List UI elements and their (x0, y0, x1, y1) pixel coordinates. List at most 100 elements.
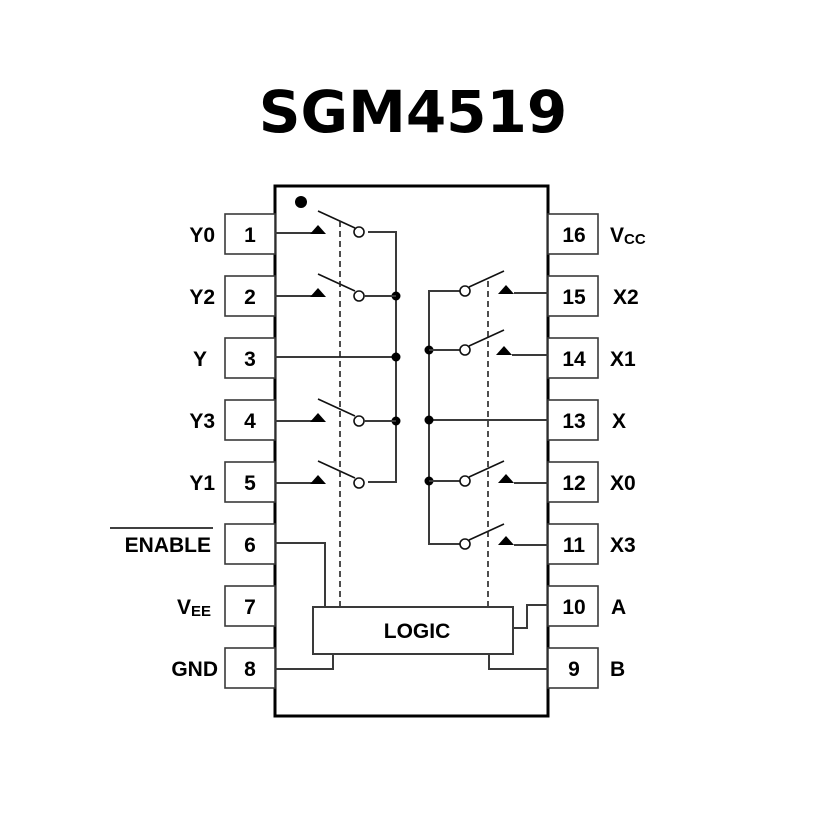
pin-2: 2 Y2 (189, 275, 276, 317)
pin-box (224, 647, 276, 689)
pin-box (224, 213, 276, 255)
pin-name: B (610, 658, 625, 681)
a-wire (513, 604, 548, 629)
pin-number: 6 (244, 534, 256, 557)
pin-3: 3 Y (193, 337, 276, 379)
pin-name: Y3 (189, 410, 215, 433)
pin-15: 15 X2 (547, 275, 639, 317)
pin-box (224, 275, 276, 317)
switch-pivot-icon (459, 344, 471, 356)
pin-1: 1 Y0 (189, 213, 276, 255)
pin-6: 6 ENABLE (110, 523, 276, 565)
pin-16: 16 VCC (547, 213, 646, 255)
pin-8: 8 GND (171, 647, 276, 689)
pin-number: 5 (244, 472, 256, 495)
switch-x3 (459, 523, 548, 550)
switch-x0 (429, 460, 548, 487)
switch-pivot-icon (353, 415, 365, 427)
pin-name: Y2 (189, 286, 215, 309)
switch-y1 (275, 460, 365, 489)
pin-name: Y1 (189, 472, 215, 495)
y-switch-network (275, 210, 401, 607)
pin-name: X (612, 410, 626, 433)
pin-name: A (611, 596, 626, 619)
pin-box (547, 461, 599, 503)
pin-7: 7 VEE (177, 585, 276, 627)
pin-name-subscript: EE (191, 603, 211, 620)
b-wire (488, 654, 548, 670)
pin-number: 16 (562, 224, 585, 247)
switch-pivot-icon (353, 290, 365, 302)
enable-wire (275, 542, 326, 607)
switch-lever (468, 329, 505, 347)
pin-9: 9 B (547, 647, 625, 689)
pin-number: 10 (562, 596, 585, 619)
pin-14: 14 X1 (547, 337, 636, 379)
switch-contact-triangle-icon (310, 413, 326, 422)
switch-x1 (429, 329, 548, 356)
pin-name: GND (171, 658, 218, 681)
switch-contact-triangle-icon (310, 475, 326, 484)
pin-name-main: V (177, 596, 191, 619)
pin-name: ENABLE (125, 534, 211, 557)
pin-number: 14 (562, 348, 586, 371)
switch-contact-triangle-icon (498, 474, 514, 483)
pin-name: X2 (613, 286, 639, 309)
pin-number: 1 (244, 224, 256, 247)
pin-name: VEE (177, 596, 211, 620)
pin-12: 12 X0 (547, 461, 636, 503)
switch-contact-triangle-icon (310, 225, 326, 234)
pin-11: 11 X3 (547, 523, 636, 565)
switch-pivot-icon (459, 538, 471, 550)
pin-number: 13 (562, 410, 585, 433)
switch-lever (317, 460, 356, 479)
pin-number: 3 (244, 348, 256, 371)
logic-block (312, 606, 514, 655)
pin-box (224, 399, 276, 441)
pin-number: 9 (568, 658, 580, 681)
pin-number: 2 (244, 286, 256, 309)
switch-y3 (275, 398, 396, 427)
pin-10: 10 A (547, 585, 626, 627)
left-pins: 1 Y0 2 Y2 3 Y 4 Y3 5 Y1 6 ENABLE (110, 213, 276, 689)
pin-box (547, 213, 599, 255)
pin-13: 13 X (547, 399, 626, 441)
switch-lever (317, 210, 356, 229)
pin-5: 5 Y1 (189, 461, 276, 503)
junction-dot (424, 415, 434, 425)
pin-box (547, 647, 599, 689)
pin-name: X0 (610, 472, 636, 495)
switch-contact-triangle-icon (310, 288, 326, 297)
switch-lever (317, 398, 356, 417)
pin-number: 7 (244, 596, 256, 619)
switch-pivot-icon (459, 285, 471, 297)
switch-lever (468, 460, 505, 478)
switch-pivot-icon (353, 477, 365, 489)
chip-title: SGM4519 (259, 78, 568, 146)
pin-name-main: V (610, 224, 624, 247)
pin-box (224, 461, 276, 503)
logic-section: LOGIC (275, 542, 548, 670)
logic-label: LOGIC (384, 620, 451, 643)
switch-contact-triangle-icon (498, 536, 514, 545)
switch-y0 (275, 210, 365, 238)
pin-number: 12 (562, 472, 585, 495)
pin-name: Y0 (189, 224, 215, 247)
switch-lever (468, 523, 505, 541)
pin-number: 4 (244, 410, 256, 433)
pin-name: Y (193, 348, 207, 371)
pin-number: 11 (563, 534, 586, 557)
pin-box (224, 523, 276, 565)
right-pins: 16 VCC 15 X2 14 X1 13 X 12 X0 11 X3 (547, 213, 646, 689)
gnd-wire (275, 654, 334, 670)
pin-name-subscript: CC (624, 231, 646, 248)
switch-contact-triangle-icon (496, 346, 512, 355)
pin-4: 4 Y3 (189, 399, 276, 441)
pin-name: X1 (610, 348, 636, 371)
switch-contact-triangle-icon (498, 285, 514, 294)
pin1-marker-icon (295, 196, 307, 208)
pin-number: 15 (562, 286, 586, 309)
switch-lever (317, 273, 356, 292)
pin-number: 8 (244, 658, 256, 681)
